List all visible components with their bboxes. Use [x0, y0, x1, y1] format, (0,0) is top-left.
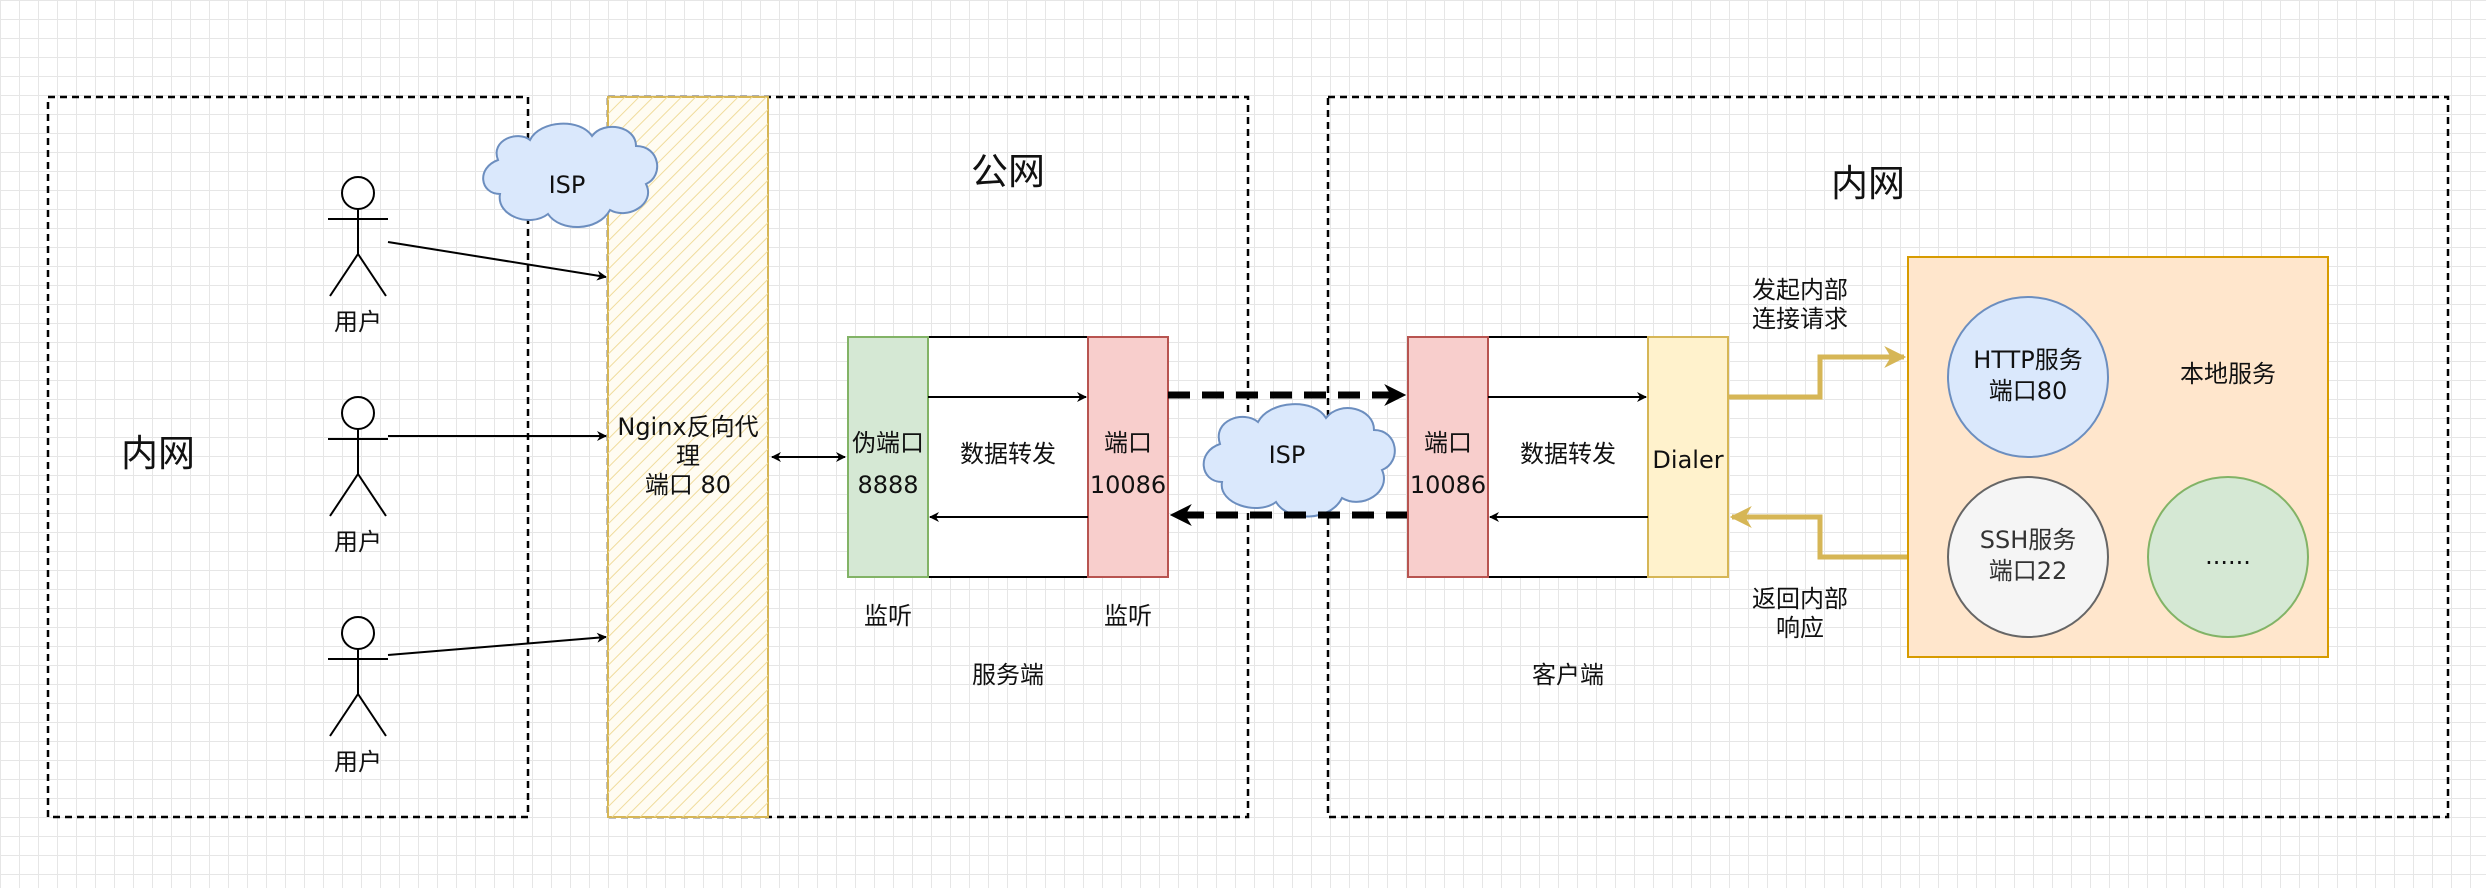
ssh-service-circle — [1947, 476, 2109, 638]
server-forward-label: 数据转发 — [960, 440, 1056, 468]
public-network-title: 公网 — [971, 150, 1045, 193]
nginx-label-line2: 理 — [676, 441, 700, 470]
left-intranet-zone — [46, 95, 530, 819]
fake-port-line1: 伪端口 — [852, 429, 924, 457]
server-port-line2: 10086 — [1089, 471, 1167, 499]
request-label-line1: 发起内部 — [1752, 276, 1848, 304]
client-forward-label: 数据转发 — [1520, 440, 1616, 468]
user-figure-3 — [328, 616, 388, 737]
more-services-circle — [2147, 476, 2309, 638]
isp-cloud-top — [482, 122, 659, 228]
fake-port-box — [847, 336, 929, 578]
nginx-label-line3: 端口 80 — [644, 470, 732, 499]
user-label-3: 用户 — [334, 748, 382, 776]
dialer-label: Dialer — [1652, 446, 1724, 474]
user-figure-2 — [328, 396, 388, 517]
request-label-line2: 连接请求 — [1752, 304, 1848, 333]
isp-middle-label: ISP — [1268, 441, 1306, 469]
http-service-line2: 端口80 — [1988, 377, 2068, 406]
user1-to-nginx-arrow — [387, 241, 607, 281]
http-service-label: HTTP服务 端口80 — [1948, 345, 2108, 407]
right-intranet-zone — [1326, 95, 2450, 819]
nginx-hatch — [608, 97, 768, 817]
server-port-label: 端口 10086 — [1088, 422, 1168, 506]
right-intranet-title: 内网 — [1831, 162, 1905, 205]
server-port-caption: 监听 — [1104, 602, 1152, 630]
more-services-label: ...... — [2205, 542, 2251, 570]
request-label: 发起内部 连接请求 — [1730, 276, 1870, 334]
http-service-line1: HTTP服务 — [1973, 346, 2083, 374]
local-services-title: 本地服务 — [2180, 360, 2276, 388]
user-label-1: 用户 — [334, 308, 382, 336]
nginx-label-line1: Nginx反向代 — [617, 413, 759, 441]
fake-port-line2: 8888 — [857, 471, 919, 499]
dialer-request-arrow — [1728, 346, 1907, 400]
ssh-service-line2: 端口22 — [1988, 557, 2068, 586]
ssh-service-line1: SSH服务 — [1979, 526, 2077, 554]
client-port-box — [1407, 336, 1489, 578]
response-label-line2: 响应 — [1776, 613, 1824, 642]
client-port-line1: 端口 — [1424, 429, 1472, 457]
fake-port-label: 伪端口 8888 — [848, 422, 928, 506]
user-figure-1 — [328, 176, 388, 297]
response-label: 返回内部 响应 — [1730, 585, 1870, 643]
http-service-circle — [1947, 296, 2109, 458]
left-intranet-title: 内网 — [121, 432, 195, 475]
user3-to-nginx-arrow — [387, 632, 607, 656]
fake-port-caption: 监听 — [864, 602, 912, 630]
client-side-label: 客户端 — [1532, 661, 1604, 689]
server-side-label: 服务端 — [972, 661, 1044, 689]
server-port-line1: 端口 — [1104, 429, 1152, 457]
server-group-box — [927, 336, 1089, 578]
response-label-line1: 返回内部 — [1752, 585, 1848, 613]
dialer-response-arrow — [1729, 506, 1908, 560]
server-port-box — [1087, 336, 1169, 578]
client-port-label: 端口 10086 — [1408, 422, 1488, 506]
nginx-label: Nginx反向代 理 端口 80 — [608, 413, 768, 499]
isp-top-label: ISP — [548, 171, 586, 199]
dialer-box — [1647, 336, 1729, 578]
client-port-line2: 10086 — [1409, 471, 1487, 499]
ssh-service-label: SSH服务 端口22 — [1948, 525, 2108, 587]
user-label-2: 用户 — [334, 528, 382, 556]
